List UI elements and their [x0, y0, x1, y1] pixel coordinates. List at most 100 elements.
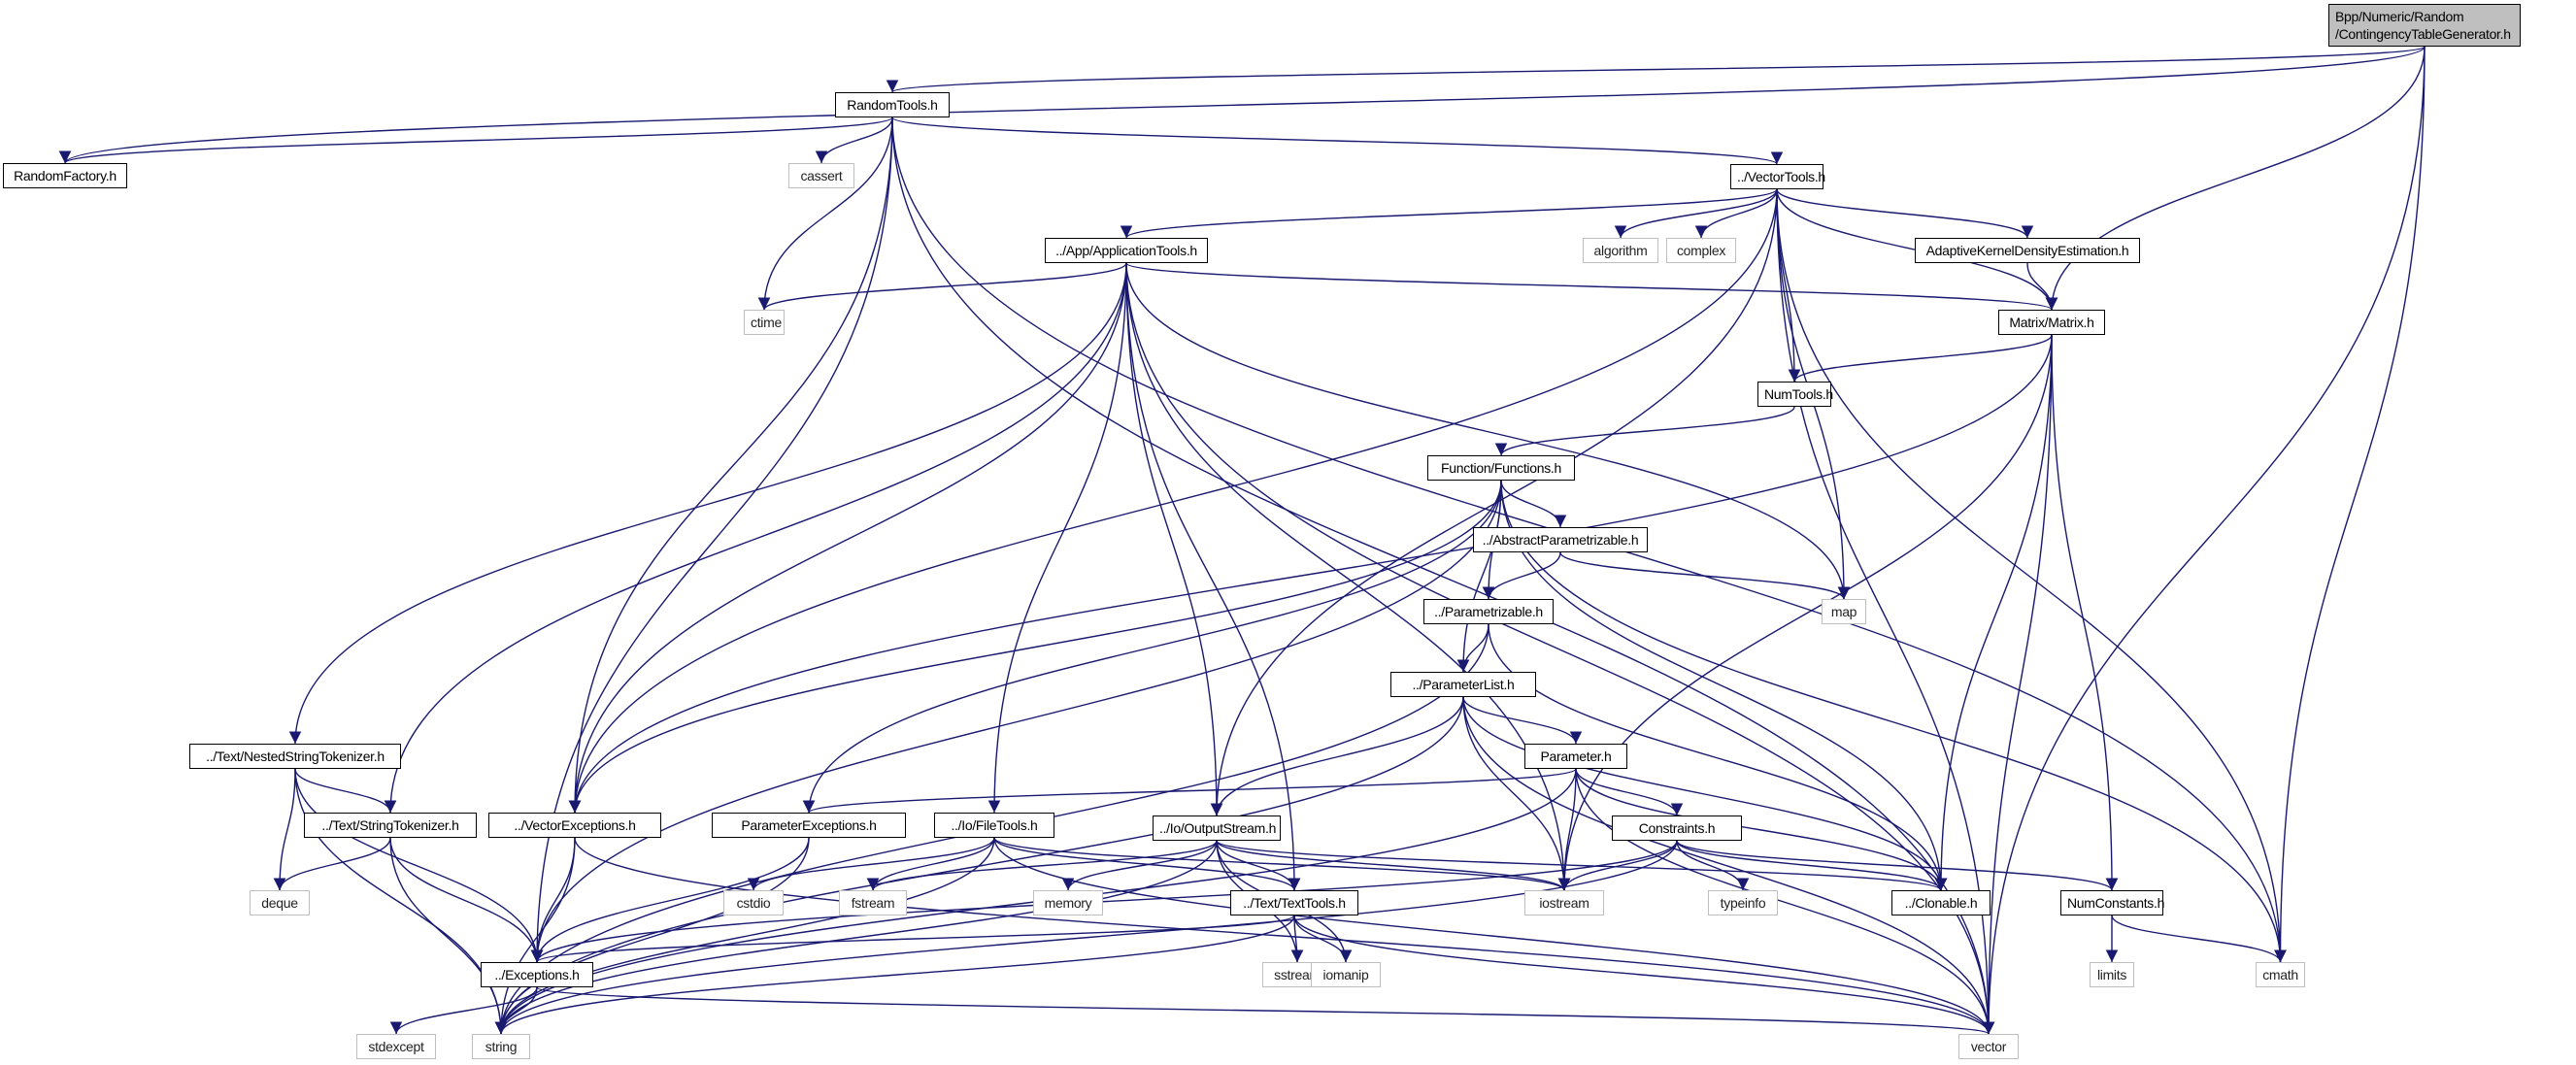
edge-root-to-randomfactory: [59, 46, 2425, 164]
edge-abstractparametrizable-to-parametrizable: [1482, 551, 1561, 600]
node-ctime: ctime: [744, 310, 785, 335]
edge-randomtools-to-vectortools: [891, 116, 1783, 165]
edge-constraints-to-exceptions: [530, 840, 1678, 963]
node-vectortools[interactable]: ../VectorTools.h: [1730, 164, 1825, 189]
edge-parameterexceptions-to-string: [494, 837, 810, 1035]
edge-parameterexceptions-to-exceptions: [530, 837, 810, 963]
edge-vectorexceptions-to-exceptions: [530, 837, 576, 963]
node-parameterexceptions[interactable]: ParameterExceptions.h: [712, 813, 906, 838]
edge-filetools-to-fstream: [866, 837, 995, 891]
node-nestedstringtokenizer[interactable]: ../Text/NestedStringTokenizer.h: [189, 744, 401, 769]
edge-parameterlist-to-outputstream: [1210, 696, 1464, 816]
node-adaptivekerneldensityestimation[interactable]: AdaptiveKernelDensityEstimation.h: [1915, 238, 2140, 263]
edge-matrix-to-vector: [1982, 334, 2053, 1035]
edge-vectortools-to-complex: [1694, 188, 1778, 239]
node-outputstream[interactable]: ../Io/OutputStream.h: [1153, 815, 1281, 841]
edge-stringtokenizer-to-string: [389, 837, 508, 1035]
edge-filetools-to-iostream: [993, 837, 1571, 891]
edge-applicationtools-to-stringtokenizer: [384, 262, 1127, 814]
edge-filetools-to-vector: [993, 837, 1995, 1035]
edge-exceptions-to-stdexcept: [389, 986, 538, 1035]
edge-texttools-to-string: [494, 915, 1295, 1035]
edge-functions-to-cmath: [1500, 480, 2287, 963]
edge-vectorexceptions-to-string: [494, 837, 576, 1035]
edge-root-to-randomtools: [887, 46, 2425, 93]
edge-nestedstringtokenizer-to-string: [294, 768, 508, 1035]
node-clonable[interactable]: ../Clonable.h: [1891, 890, 1991, 915]
edge-applicationtools-to-map: [1125, 262, 1851, 600]
edge-parameterlist-to-parameter: [1462, 696, 1583, 745]
node-root-contingencytablegenerator: Bpp/Numeric/Random /ContingencyTableGene…: [2328, 4, 2521, 47]
node-randomtools[interactable]: RandomTools.h: [835, 92, 950, 117]
edge-texttools-to-iomanip: [1293, 915, 1353, 963]
edge-functions-to-clonable: [1500, 480, 1948, 891]
edge-functions-to-parameterlist: [1456, 480, 1502, 673]
node-cstdio: cstdio: [723, 890, 784, 915]
edge-parameter-to-constraints: [1575, 768, 1684, 816]
edge-randomtools-to-vectorexceptions: [568, 116, 893, 814]
node-texttools[interactable]: ../Text/TextTools.h: [1230, 890, 1358, 915]
edge-vectortools-to-akde: [1776, 188, 2034, 239]
node-vectorexceptions[interactable]: ../VectorExceptions.h: [488, 813, 661, 838]
edge-vectortools-to-cmath: [1776, 188, 2287, 963]
node-algorithm: algorithm: [1583, 238, 1658, 263]
node-parameterlist[interactable]: ../ParameterList.h: [1390, 672, 1536, 697]
edge-applicationtools-to-vectorexceptions: [568, 262, 1127, 814]
edge-texttools-to-exceptions: [531, 915, 1295, 963]
edge-outputstream-to-fstream: [866, 840, 1218, 891]
edge-parameterlist-to-iostream: [1462, 696, 1571, 891]
edge-texttools-to-vector: [1293, 915, 1995, 1035]
node-parametrizable[interactable]: ../Parametrizable.h: [1423, 599, 1554, 624]
edge-outputstream-to-clonable: [1216, 840, 1947, 891]
node-parameter[interactable]: Parameter.h: [1524, 744, 1627, 769]
edge-matrix-to-numconstants: [2051, 334, 2119, 891]
edge-parameter-to-clonable: [1575, 768, 1948, 891]
edge-matrix-to-numtools: [1788, 334, 2053, 383]
node-functions[interactable]: Function/Functions.h: [1427, 455, 1575, 481]
node-complex: complex: [1666, 238, 1736, 263]
edge-root-to-cmath: [2274, 46, 2425, 963]
edge-outputstream-to-iostream: [1216, 840, 1571, 891]
edge-numtools-to-functions: [1494, 406, 1795, 456]
node-randomfactory[interactable]: RandomFactory.h: [3, 163, 127, 188]
node-exceptions[interactable]: ../Exceptions.h: [481, 962, 593, 987]
node-fstream: fstream: [839, 890, 907, 915]
edge-abstractparametrizable-to-map: [1559, 551, 1851, 600]
edge-applicationtools-to-nestedstringtokenizer: [288, 262, 1127, 745]
edge-applicationtools-to-outputstream: [1125, 262, 1223, 816]
node-string: string: [472, 1034, 530, 1059]
edge-applicationtools-to-vector: [1125, 262, 1995, 1035]
node-numconstants[interactable]: NumConstants.h: [2060, 890, 2164, 915]
node-abstractparametrizable[interactable]: ../AbstractParametrizable.h: [1473, 527, 1648, 552]
root-label-line2: /ContingencyTableGenerator.h: [2335, 26, 2511, 42]
edge-outputstream-to-texttools: [1216, 840, 1301, 891]
node-matrix[interactable]: Matrix/Matrix.h: [1998, 310, 2105, 335]
edge-randomtools-to-randomfactory: [59, 116, 893, 164]
node-stringtokenizer[interactable]: ../Text/StringTokenizer.h: [304, 813, 477, 838]
edge-vectortools-to-matrix: [1776, 188, 2058, 311]
node-applicationtools[interactable]: ../App/ApplicationTools.h: [1045, 238, 1208, 263]
edge-applicationtools-to-ctime: [757, 262, 1127, 311]
edge-parameterlist-to-vector: [1462, 696, 1995, 1035]
node-numtools[interactable]: NumTools.h: [1757, 382, 1833, 407]
node-iomanip: iomanip: [1311, 962, 1381, 987]
node-typeinfo: typeinfo: [1708, 890, 1778, 915]
edge-texttools-to-sstream: [1290, 915, 1304, 963]
edge-filetools-to-texttools: [993, 837, 1301, 891]
node-constraints[interactable]: Constraints.h: [1612, 815, 1742, 841]
edge-constraints-to-string: [494, 840, 1678, 1035]
edge-functions-to-exceptions: [530, 480, 1502, 963]
edge-vectortools-to-algorithm: [1614, 188, 1778, 239]
edge-functions-to-abstractparametrizable: [1500, 480, 1567, 528]
edge-constraints-to-typeinfo: [1676, 840, 1750, 891]
edge-filetools-to-string: [494, 837, 995, 1035]
edge-nestedstringtokenizer-to-deque: [273, 768, 296, 891]
node-cassert: cassert: [788, 163, 854, 188]
node-vector: vector: [1958, 1034, 2019, 1059]
edge-constraints-to-numconstants: [1676, 840, 2119, 891]
node-filetools[interactable]: ../Io/FileTools.h: [934, 813, 1054, 838]
edge-outputstream-to-memory: [1061, 840, 1218, 891]
edge-stringtokenizer-to-exceptions: [389, 837, 544, 963]
edge-vectortools-to-vector: [1776, 188, 1995, 1035]
